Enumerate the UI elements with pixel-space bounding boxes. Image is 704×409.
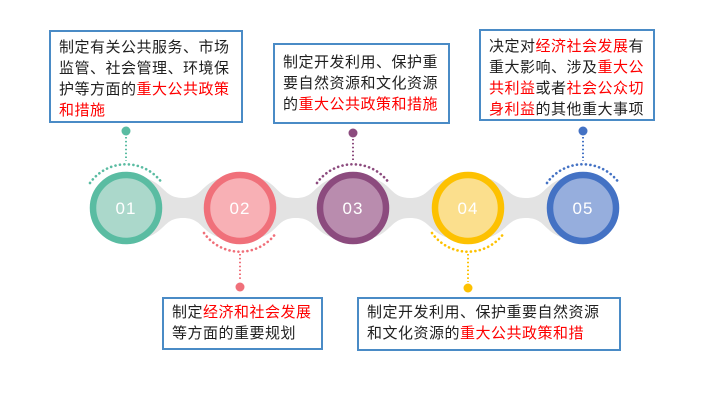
highlighted-text-run: 社会公众切身利益	[489, 80, 645, 118]
step-04: 04	[430, 171, 506, 293]
text-run: 的其他重大事项	[535, 101, 645, 118]
text-run: 或者	[535, 80, 567, 97]
step-circle	[89, 171, 163, 245]
text-run: 制定开发利用、保护重要自然资源和文化资源的	[367, 304, 600, 342]
text-run: 有重大影响、涉及	[489, 38, 645, 76]
text-run: 制定开发利用、保护重要自然资源和文化资源的	[283, 54, 439, 113]
highlighted-text-run: 重大公共利益	[489, 59, 645, 97]
step-05: 05	[545, 126, 621, 245]
callout-step-03: 制定开发利用、保护重要自然资源和文化资源的重大公共政策和措施	[273, 43, 450, 124]
step-03: 03	[315, 128, 391, 245]
callout-step-02: 制定经济和社会发展等方面的重要规划	[162, 297, 323, 350]
text-run: 决定对	[489, 38, 536, 55]
highlighted-text-run: 重大公共政策和措施	[59, 81, 230, 119]
step-02: 02	[202, 171, 278, 292]
highlighted-text-run: 重大公共政策和措施	[298, 96, 439, 113]
callout-step-01: 制定有关公共服务、市场监管、社会管理、环境保护等方面的重大公共政策和措施	[49, 30, 243, 123]
leader-dot	[578, 126, 588, 136]
callout-step-05: 决定对经济社会发展有重大影响、涉及重大公共利益或者社会公众切身利益的其他重大事项	[479, 29, 655, 121]
step-circle	[316, 171, 390, 245]
highlighted-text-run: 重大公共政策和措	[460, 325, 585, 342]
step-01: 01	[88, 126, 164, 245]
text-run: 制定有关公共服务、市场监管、社会管理、环境保护等方面的	[59, 39, 230, 98]
step-number: 01	[116, 199, 137, 218]
step-circle	[203, 171, 277, 245]
highlighted-text-run: 经济社会发展	[535, 38, 629, 55]
step-number: 04	[458, 199, 479, 218]
callout-step-04: 制定开发利用、保护重要自然资源和文化资源的重大公共政策和措	[357, 297, 621, 351]
text-run: 等方面的重要规划	[172, 325, 297, 342]
leader-dot	[348, 128, 358, 138]
step-number: 05	[573, 199, 594, 218]
step-number: 02	[230, 199, 251, 218]
leader-dot	[235, 282, 245, 292]
highlighted-text-run: 经济和社会发展	[203, 304, 312, 321]
text-run: 制定	[172, 304, 204, 321]
step-number: 03	[343, 199, 364, 218]
step-circle	[546, 171, 620, 245]
leader-dot	[463, 283, 473, 293]
leader-dot	[121, 126, 131, 136]
step-circle	[431, 171, 505, 245]
